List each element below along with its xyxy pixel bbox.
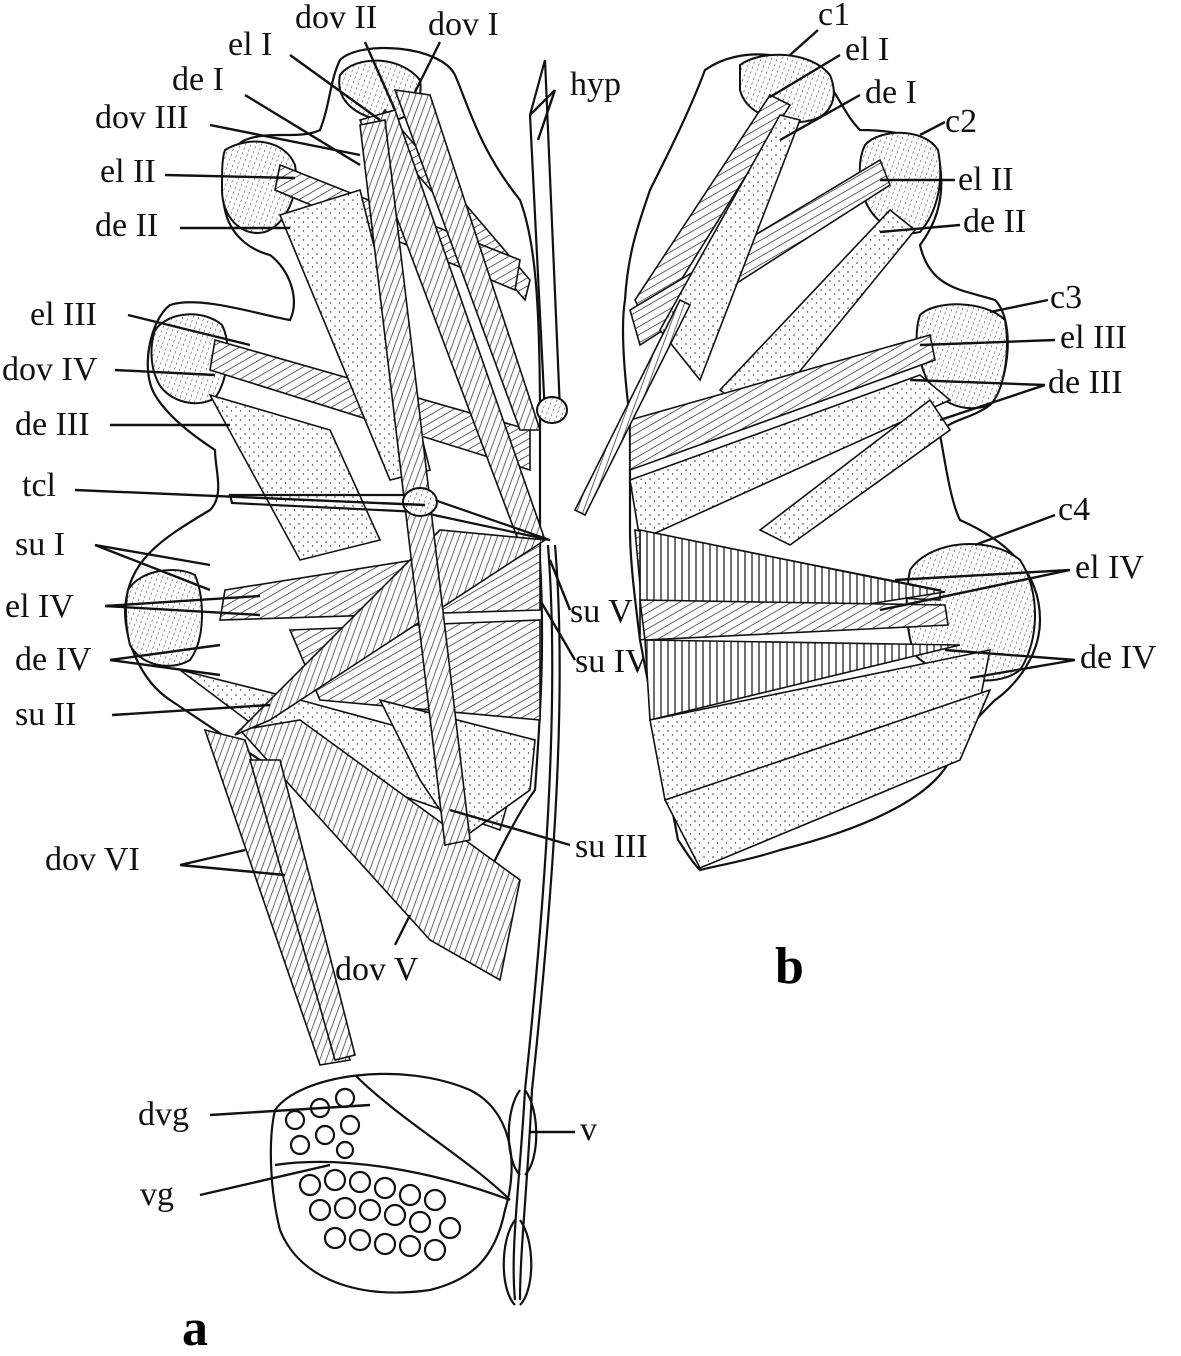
label-a-vg: vg (140, 1176, 174, 1213)
label-b-c2: c2 (945, 103, 977, 140)
muscle-de-IV-b2 (663, 688, 992, 870)
label-a-de-I: de I (172, 61, 224, 98)
label-a-su-I: su I (15, 526, 65, 563)
label-a-dov-II: dov II (295, 0, 377, 36)
muscle-oblique-rod-b (573, 298, 692, 517)
muscle-de-III-b2 (758, 398, 952, 546)
label-b-el-II: el II (958, 161, 1014, 198)
ganglion-divider-2 (354, 1074, 511, 1201)
label-a-de-II: de II (95, 207, 158, 244)
label-a-dov-III: dov III (95, 99, 188, 136)
label-b-el-I: el I (845, 31, 889, 68)
label-a-dvg: dvg (138, 1096, 189, 1133)
label-b-de-IV: de IV (1080, 639, 1157, 676)
label-a-su-V: su V (570, 593, 633, 630)
panel-b-drawing: c1 el I de I c2 el II de II c3 el III de… (573, 0, 1157, 995)
label-a-el-II: el II (100, 153, 156, 190)
label-b-de-III: de III (1048, 364, 1123, 401)
ganglion-divider (274, 1160, 511, 1202)
panel-label-b: b (775, 938, 804, 995)
label-a-hyp: hyp (570, 66, 621, 103)
label-a-de-III: de III (15, 406, 90, 443)
muscle-dov-I-a (393, 89, 542, 431)
muscle-dov-V-a (238, 719, 521, 982)
ventral-vessel (502, 1089, 538, 1306)
muscle-de-III-b (629, 374, 952, 542)
muscle-el-III-b (629, 333, 936, 472)
label-b-c3: c3 (1050, 279, 1082, 316)
label-a-el-IV: el IV (5, 588, 74, 625)
label-a-el-III: el III (30, 296, 97, 333)
label-b-de-II: de II (963, 203, 1026, 240)
label-a-su-III: su III (575, 828, 648, 865)
label-b-c1: c1 (818, 0, 850, 33)
label-a-el-I: el I (228, 26, 272, 63)
muscle-de-II-a (278, 188, 431, 481)
nerve-cord (512, 544, 561, 1301)
hyp-rod-end (536, 396, 568, 424)
lobe-2 (220, 140, 297, 234)
label-a-dov-VI: dov VI (45, 841, 140, 878)
vg-cells (298, 1168, 462, 1262)
panel-label-a: a (182, 1300, 208, 1356)
label-a-dov-I: dov I (428, 6, 499, 43)
tcl-rod-end (402, 487, 438, 517)
muscle-tcl-column-a (359, 119, 471, 846)
muscle-dov-VI-b-a (248, 759, 356, 1061)
label-b-de-I: de I (865, 74, 917, 111)
muscle-el-IV-b-lower (639, 599, 949, 641)
lobe-4 (124, 569, 203, 667)
label-a-dov-IV: dov IV (2, 351, 98, 388)
label-a-su-IV: su IV (575, 643, 650, 680)
label-a-v: v (580, 1111, 597, 1148)
leader-lines-b (769, 29, 1076, 680)
tcl-rod (228, 493, 551, 542)
label-a-dov-V: dov V (335, 951, 419, 988)
label-b-c4: c4 (1058, 491, 1090, 528)
label-a-de-IV: de IV (15, 641, 92, 678)
panel-a-drawing: dov II dov I el I de I dov III el II de … (2, 0, 650, 1356)
label-b-el-III: el III (1060, 319, 1127, 356)
label-a-su-II: su II (15, 696, 76, 733)
leader-lines-a (74, 41, 577, 1197)
muscle-de-I-b (659, 114, 802, 382)
label-b-el-IV: el IV (1075, 549, 1144, 586)
label-a-tcl: tcl (22, 467, 56, 504)
muscle-de-IV-b-fan (644, 639, 961, 722)
